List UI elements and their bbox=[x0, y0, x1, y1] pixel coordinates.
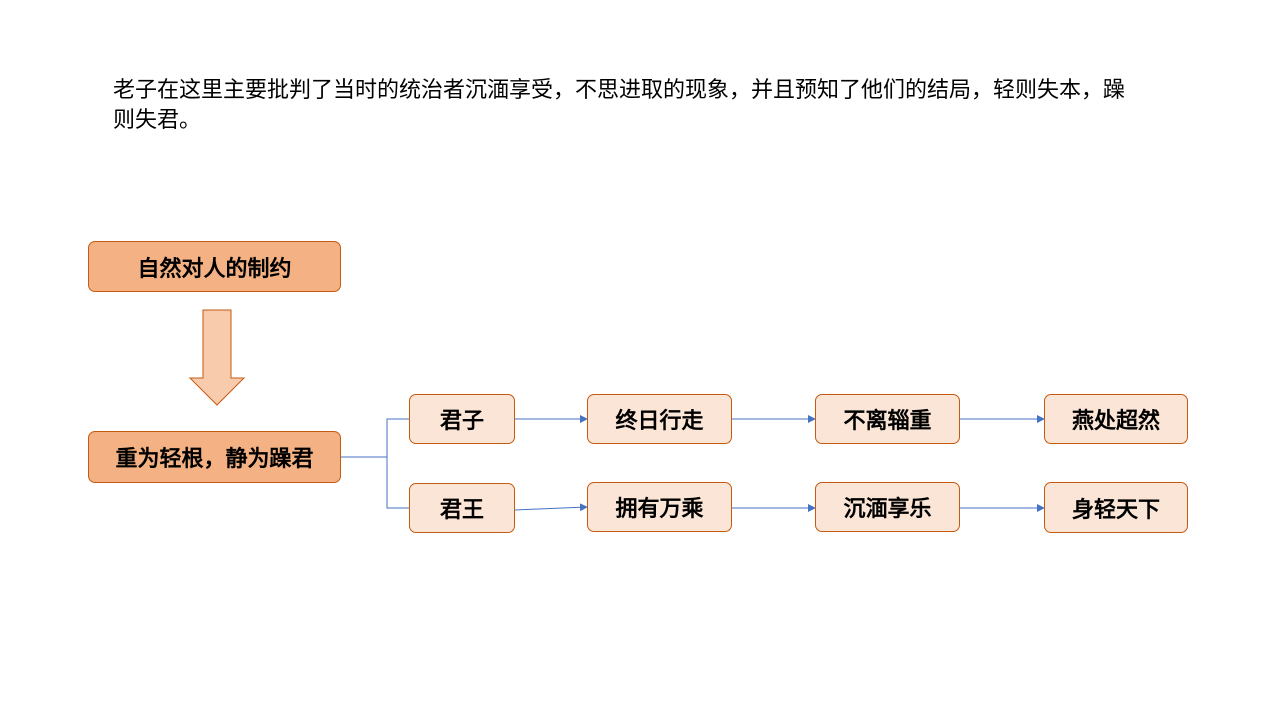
node-row1-1: 君子 bbox=[409, 394, 515, 444]
branch-connector-row1 bbox=[341, 418, 409, 458]
node-row2-1: 君王 bbox=[409, 483, 515, 533]
node-top: 自然对人的制约 bbox=[88, 241, 341, 292]
node-row2-4: 身轻天下 bbox=[1044, 482, 1188, 533]
down-block-arrow bbox=[188, 309, 246, 406]
node-root: 重为轻根，静为躁君 bbox=[88, 431, 341, 483]
branch-connector-row2 bbox=[341, 456, 409, 509]
node-row2-2: 拥有万乘 bbox=[587, 482, 732, 532]
intro-paragraph: 老子在这里主要批判了当时的统治者沉湎享受，不思进取的现象，并且预知了他们的结局，… bbox=[113, 78, 1126, 133]
node-row2-3: 沉湎享乐 bbox=[815, 482, 960, 532]
node-row1-4: 燕处超然 bbox=[1044, 394, 1188, 444]
node-row1-3: 不离辎重 bbox=[815, 394, 960, 444]
arrow-row2-1 bbox=[513, 503, 588, 512]
node-row1-2: 终日行走 bbox=[587, 394, 732, 444]
